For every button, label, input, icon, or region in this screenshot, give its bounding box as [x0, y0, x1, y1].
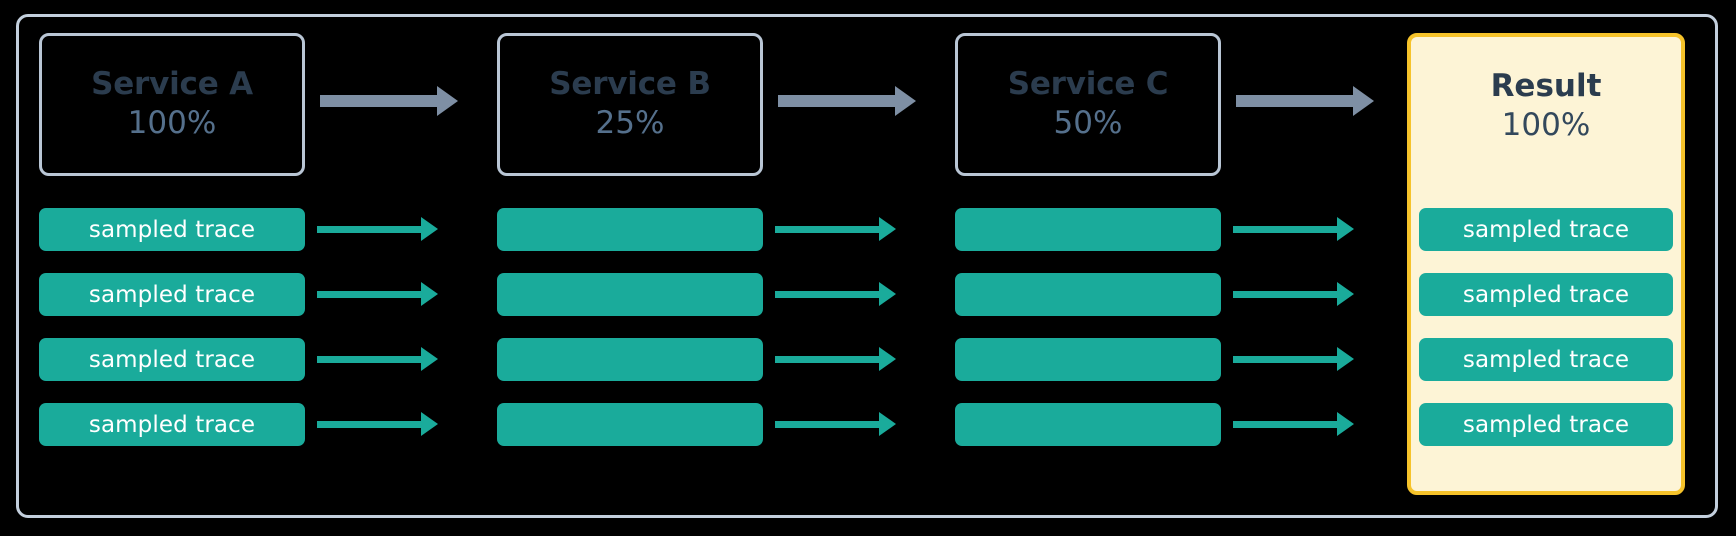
service-percent-c: 50%: [1053, 105, 1123, 142]
arrow-right-icon-row2-c-to-result: [1233, 282, 1354, 306]
trace-bar-row2-service-a[interactable]: sampled trace: [39, 273, 305, 316]
arrow-right-icon-header-a-to-b: [320, 86, 458, 116]
arrow-right-icon-row3-c-to-result: [1233, 347, 1354, 371]
trace-label: sampled trace: [1462, 281, 1630, 308]
trace-bar-row1-service-b[interactable]: [497, 208, 763, 251]
arrow-right-icon-row3-a-to-b: [317, 347, 438, 371]
arrow-right-icon-row1-a-to-b: [317, 217, 438, 241]
service-box-a[interactable]: Service A 100%: [39, 33, 305, 176]
arrow-right-icon-header-c-to-result: [1236, 86, 1374, 116]
result-header: Result 100%: [1411, 37, 1681, 176]
trace-bar-row2-service-c[interactable]: [955, 273, 1221, 316]
trace-label: sampled trace: [88, 281, 256, 308]
arrow-right-icon-row4-c-to-result: [1233, 412, 1354, 436]
result-percent: 100%: [1501, 107, 1591, 144]
trace-bar-row3-service-c[interactable]: [955, 338, 1221, 381]
trace-bar-row1-service-a[interactable]: sampled trace: [39, 208, 305, 251]
result-title: Result: [1490, 67, 1602, 104]
diagram-outer-frame: [16, 14, 1718, 518]
service-name-a: Service A: [91, 65, 253, 102]
trace-label: sampled trace: [88, 346, 256, 373]
service-name-b: Service B: [549, 65, 711, 102]
arrow-right-icon-row2-b-to-c: [775, 282, 896, 306]
trace-bar-row4-service-a[interactable]: sampled trace: [39, 403, 305, 446]
arrow-right-icon-row1-b-to-c: [775, 217, 896, 241]
trace-label: sampled trace: [1462, 346, 1630, 373]
service-box-b[interactable]: Service B 25%: [497, 33, 763, 176]
arrow-right-icon-row4-b-to-c: [775, 412, 896, 436]
trace-label: sampled trace: [1462, 216, 1630, 243]
trace-bar-row2-result[interactable]: sampled trace: [1419, 273, 1673, 316]
trace-bar-row4-result[interactable]: sampled trace: [1419, 403, 1673, 446]
trace-bar-row2-service-b[interactable]: [497, 273, 763, 316]
service-box-c[interactable]: Service C 50%: [955, 33, 1221, 176]
arrow-right-icon-row4-a-to-b: [317, 412, 438, 436]
service-percent-a: 100%: [127, 105, 217, 142]
arrow-right-icon-row2-a-to-b: [317, 282, 438, 306]
trace-bar-row3-result[interactable]: sampled trace: [1419, 338, 1673, 381]
service-name-c: Service C: [1007, 65, 1169, 102]
trace-label: sampled trace: [1462, 411, 1630, 438]
arrow-right-icon-header-b-to-c: [778, 86, 916, 116]
trace-bar-row3-service-b[interactable]: [497, 338, 763, 381]
trace-bar-row4-service-c[interactable]: [955, 403, 1221, 446]
trace-label: sampled trace: [88, 216, 256, 243]
arrow-right-icon-row3-b-to-c: [775, 347, 896, 371]
trace-bar-row1-result[interactable]: sampled trace: [1419, 208, 1673, 251]
trace-bar-row1-service-c[interactable]: [955, 208, 1221, 251]
service-percent-b: 25%: [595, 105, 665, 142]
arrow-right-icon-row1-c-to-result: [1233, 217, 1354, 241]
trace-label: sampled trace: [88, 411, 256, 438]
trace-bar-row4-service-b[interactable]: [497, 403, 763, 446]
trace-bar-row3-service-a[interactable]: sampled trace: [39, 338, 305, 381]
